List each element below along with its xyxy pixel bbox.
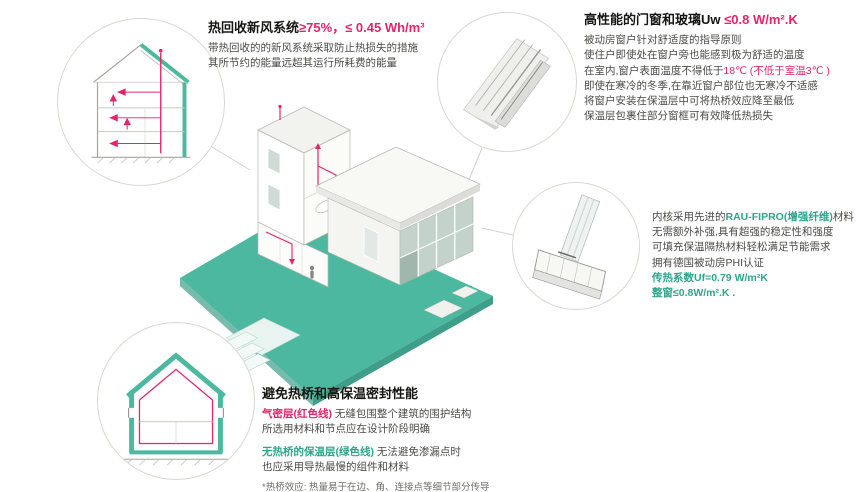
profile-line-1-prefix: 内核采用先进的 <box>652 211 726 223</box>
heat-recovery-line-2: 其所节约的能量远超其运行所耗费的能量 <box>208 57 397 70</box>
heat-recovery-title: 热回收新风系统≥75%，≤ 0.45 Wh/m³ <box>208 20 480 36</box>
profile-line-3: 可填充保温隔热材料轻松满足节能需求 <box>652 241 831 254</box>
callout-frame-profile <box>512 182 640 310</box>
profile-line-2: 无需额外补强,具有超强的稳定性和强度 <box>652 226 834 239</box>
callout-insulation-section <box>97 322 255 480</box>
thermal-line-3-highlight: 无热桥的保温层(绿色线) <box>262 445 374 458</box>
heat-recovery-title-value: ≥75%，≤ 0.45 Wh/m³ <box>299 20 425 35</box>
windows-block: 高性能的门窗和玻璃Uw ≤0.8 W/m².K 被动房窗户针对舒适度的指导原则 … <box>584 12 860 125</box>
windows-line-4: 即使在寒冷的冬季,在靠近窗户部位也无寒冷不适感 <box>584 79 818 92</box>
windows-line-3-prefix: 在室内,窗户表面温度不得低于 <box>584 64 724 77</box>
windows-title-text: 高性能的门窗和玻璃 <box>584 12 702 27</box>
thermal-bridge-block: 避免热桥和高保温密封性能 气密层(红色线) 无缝包围整个建筑的围护结构 所选用材… <box>262 386 554 492</box>
thermal-line-3-rest: 无法避免渗漏点时 <box>374 445 461 458</box>
glass-wing-block <box>315 146 481 286</box>
windows-line-2: 使住户即使处在窗户旁也能感到极为舒适的温度 <box>584 49 805 62</box>
main-house-illustration <box>168 86 508 416</box>
frame-profile-block: 内核采用先进的RAU-FIPRO(增强纤维)材料 无需额外补强,具有超强的稳定性… <box>652 210 864 301</box>
window-frame-profile-icon <box>532 194 607 300</box>
isometric-house-cutaway-icon <box>180 104 493 406</box>
windows-title-value: ≤0.8 W/m².K <box>724 12 798 27</box>
thermal-line-2: 所选用材料和节点应在设计阶段明确 <box>262 423 430 436</box>
thermal-line-1: 气密层(红色线) 无缝包围整个建筑的围护结构 <box>262 407 554 422</box>
heat-recovery-title-text: 热回收新风系统 <box>208 20 300 35</box>
heat-recovery-line-1: 带热回收的的新风系统采取防止热损失的措施 <box>208 42 418 55</box>
windows-line-3: 在室内,窗户表面温度不得低于18℃ (不低于室温3℃ ) <box>584 64 860 79</box>
callout-ventilation-section <box>57 18 225 186</box>
thermal-bridge-title: 避免热桥和高保温密封性能 <box>262 386 419 401</box>
window-glazing-corner-icon <box>463 38 551 130</box>
thermal-line-3: 无热桥的保温层(绿色线) 无法避免渗漏点时 <box>262 445 554 460</box>
windows-title: 高性能的门窗和玻璃Uw ≤0.8 W/m².K <box>584 12 860 28</box>
windows-title-u: Uw <box>701 12 725 27</box>
profile-line-6: 整窗≤0.8W/m².K . <box>652 287 736 300</box>
ground-floor-cutaway <box>257 221 329 288</box>
profile-line-1-highlight: RAU-FIPRO(增强纤维) <box>725 211 833 223</box>
windows-line-5: 将窗户安装在保温层中可将热桥效应降至最低 <box>584 95 794 108</box>
windows-line-6: 保温层包裹住部分窗框可有效降低热损失 <box>584 110 773 123</box>
callout-glazing-detail <box>437 12 577 152</box>
insulation-airtight-section-icon <box>117 352 235 466</box>
profile-line-1-suffix: 材料 <box>832 211 854 223</box>
profile-line-4: 拥有德国被动房PHI认证 <box>652 256 765 269</box>
windows-line-1: 被动房窗户针对舒适度的指导原则 <box>584 34 742 47</box>
thermal-line-1-highlight: 气密层(红色线) <box>262 408 332 421</box>
thermal-footnote: *热桥效应: 热量易于在边、角、连接点等细节部分传导 <box>262 482 490 492</box>
thermal-line-1-rest: 无缝包围整个建筑的围护结构 <box>332 408 472 421</box>
heat-recovery-block: 热回收新风系统≥75%，≤ 0.45 Wh/m³ 带热回收的的新风系统采取防止热… <box>208 20 480 72</box>
thermal-line-4: 也应采用导热最慢的组件和材料 <box>262 460 409 473</box>
heat-recovery-ventilation-section-icon <box>91 43 191 164</box>
profile-line-5: 传热系数Uf=0.79 W/m²K <box>652 271 768 284</box>
profile-line-1: 内核采用先进的RAU-FIPRO(增强纤维)材料 <box>652 210 864 225</box>
windows-line-3-highlight: 18℃ (不低于室温3℃ ) <box>723 64 830 77</box>
